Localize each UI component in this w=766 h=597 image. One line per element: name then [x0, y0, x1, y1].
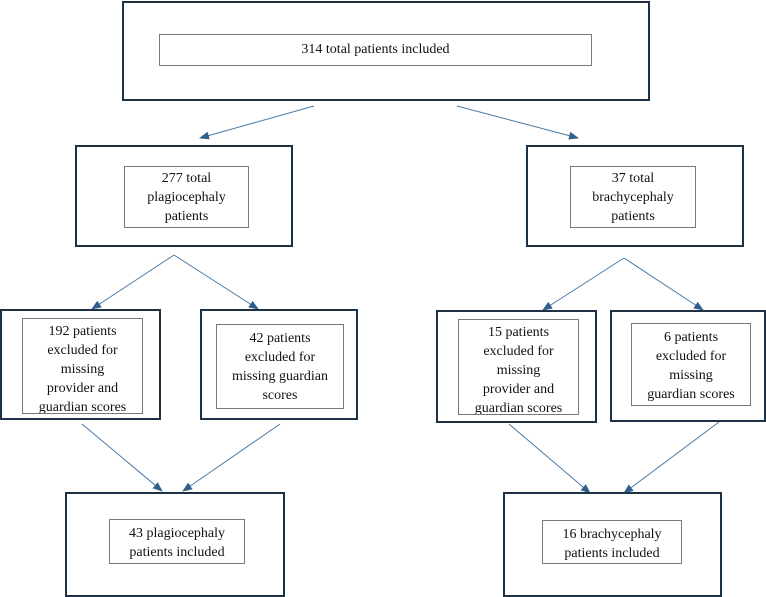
arrow-plagio-to-excl-guardian: [173, 254, 259, 310]
arrow-total-to-plagio: [199, 105, 315, 140]
brachy-excluded-both-box: 15 patients excluded for missing provide…: [436, 310, 597, 423]
total-patients-text: 314 total patients included: [301, 42, 450, 57]
brachy-excluded-both-label-box: 15 patients excluded for missing provide…: [458, 319, 579, 415]
plagio-excluded-both-label-box: 192 patients excluded for missing provid…: [22, 318, 143, 414]
total-patients-box: 314 total patients included: [122, 1, 650, 101]
plagiocephaly-total-box: 277 total plagiocephaly patients: [75, 145, 293, 247]
brachy-included-box: 16 brachycephaly patients included: [503, 492, 722, 597]
plagiocephaly-total-text: 277 total plagiocephaly patients: [147, 171, 226, 224]
plagio-excluded-guardian-label-box: 42 patients excluded for missing guardia…: [216, 324, 344, 409]
brachy-excluded-guardian-text: 6 patients excluded for missing guardian…: [647, 330, 735, 402]
plagio-excluded-both-box: 192 patients excluded for missing provid…: [0, 309, 161, 420]
arrow-excl-both-to-plagio-included: [81, 423, 163, 492]
brachy-excluded-both-text: 15 patients excluded for missing provide…: [474, 325, 563, 415]
arrow-total-to-brachy: [456, 105, 579, 140]
arrow-brachy-to-excl-guardian: [623, 257, 704, 311]
arrow-plagio-to-excl-both: [91, 254, 175, 310]
plagio-excluded-guardian-text: 42 patients excluded for missing guardia…: [231, 331, 329, 403]
arrow-excl-both-to-brachy-included: [508, 423, 591, 494]
plagio-excluded-guardian-box: 42 patients excluded for missing guardia…: [200, 309, 358, 420]
plagio-included-label-box: 43 plagiocephaly patients included: [109, 519, 245, 564]
total-patients-label-box: 314 total patients included: [159, 34, 592, 66]
brachycephaly-total-text: 37 total brachycephaly patients: [592, 171, 674, 224]
brachy-excluded-guardian-box: 6 patients excluded for missing guardian…: [610, 310, 766, 422]
plagio-included-box: 43 plagiocephaly patients included: [65, 492, 285, 597]
plagio-included-text: 43 plagiocephaly patients included: [128, 526, 226, 560]
brachy-included-text: 16 brachycephaly patients included: [562, 527, 662, 561]
plagio-excluded-both-text: 192 patients excluded for missing provid…: [38, 324, 127, 414]
brachycephaly-total-label-box: 37 total brachycephaly patients: [570, 166, 696, 228]
brachy-included-label-box: 16 brachycephaly patients included: [542, 520, 682, 564]
arrow-excl-guardian-to-plagio-included: [182, 423, 281, 492]
brachycephaly-total-box: 37 total brachycephaly patients: [526, 145, 744, 247]
plagiocephaly-total-label-box: 277 total plagiocephaly patients: [124, 166, 249, 228]
brachy-excluded-guardian-label-box: 6 patients excluded for missing guardian…: [631, 323, 751, 406]
arrow-excl-guardian-to-brachy-included: [623, 421, 720, 494]
arrow-brachy-to-excl-both: [542, 257, 625, 311]
